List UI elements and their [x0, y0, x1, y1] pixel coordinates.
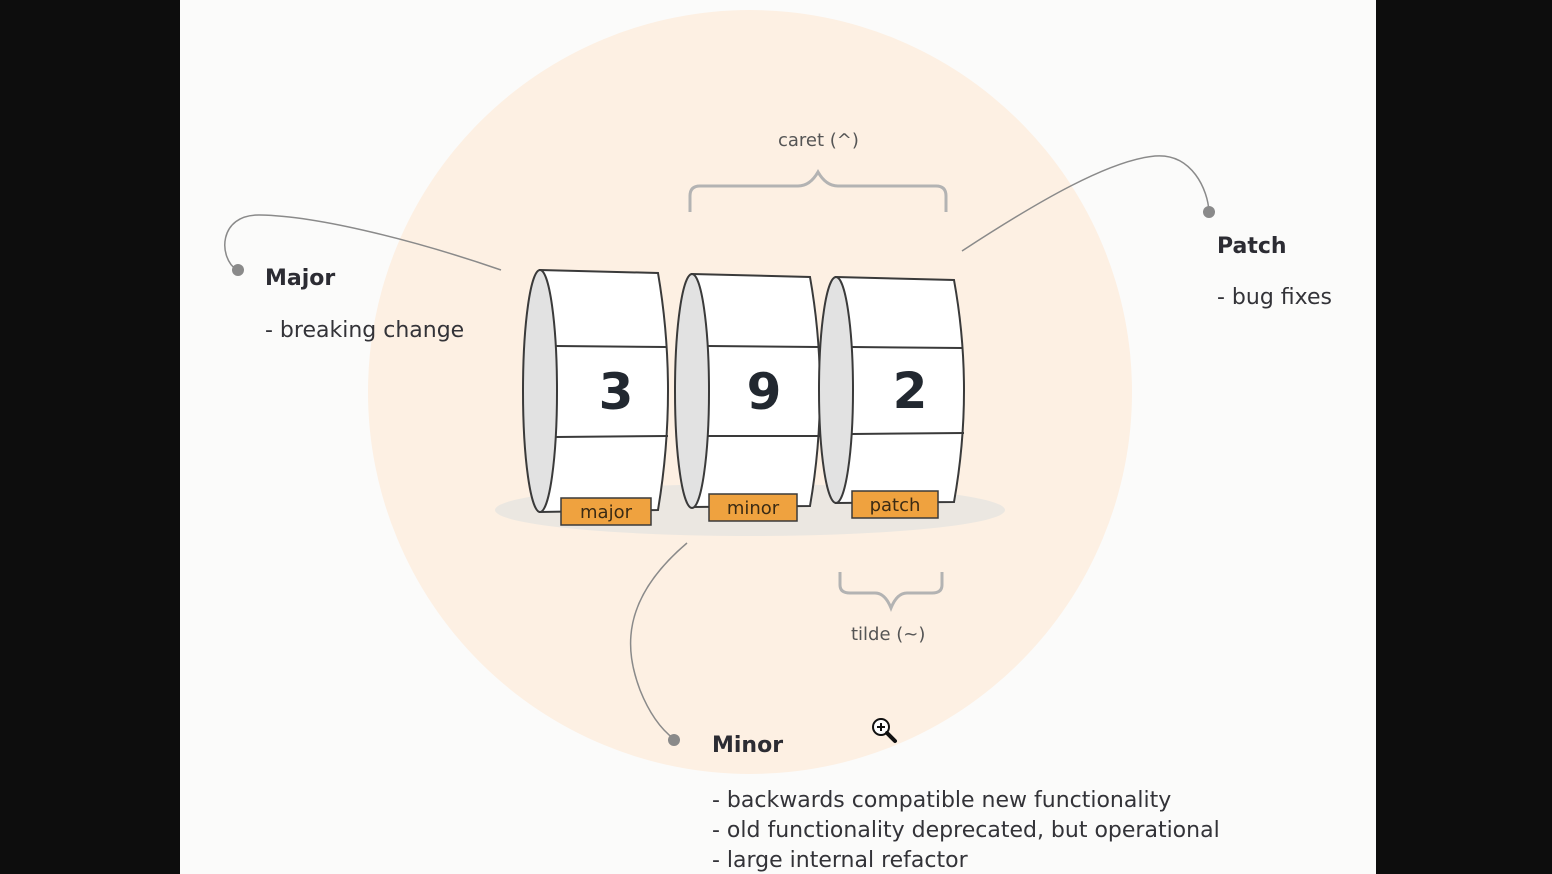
drum-minor: 9 minor [674, 272, 821, 522]
major-digit: 3 [599, 363, 634, 421]
major-connector-line [224, 214, 502, 271]
caret-brace [688, 168, 948, 212]
patch-tag-label: patch [870, 495, 921, 516]
minor-connector-line [629, 542, 688, 740]
tilde-brace [838, 572, 944, 613]
patch-connector-dot [1203, 206, 1215, 218]
major-note-item: - breaking change [265, 318, 465, 343]
minor-connector-dot [668, 734, 680, 746]
major-connector-dot [232, 264, 244, 276]
zoom-in-icon[interactable] [870, 716, 898, 744]
patch-digit: 2 [893, 362, 928, 420]
minor-note-list: - backwards compatible new functionality… [712, 786, 1220, 874]
drum-major: 3 major [522, 268, 669, 526]
major-tag-label: major [580, 502, 633, 523]
major-tag [560, 497, 652, 526]
caret-label: caret (^) [778, 130, 859, 151]
patch-note-item: - bug fixes [1217, 285, 1332, 310]
patch-tag [851, 490, 939, 519]
major-note-title: Major [265, 266, 336, 291]
patch-note-title: Patch [1217, 234, 1287, 259]
minor-tag-label: minor [727, 498, 780, 519]
minor-digit: 9 [747, 363, 782, 421]
minor-note-item: - large internal refactor [712, 848, 968, 873]
minor-note-title: Minor [712, 733, 784, 758]
major-note-list: - breaking change [265, 316, 464, 346]
drum-patch: 2 patch [818, 275, 965, 519]
slide: 3 major 9 minor 2 patch caret (^) tilde … [180, 0, 1376, 874]
semver-diagram: 3 major 9 minor 2 patch [224, 10, 1215, 774]
minor-note-item: - old functionality deprecated, but oper… [712, 818, 1220, 843]
minor-note-item: - backwards compatible new functionality [712, 788, 1172, 813]
tilde-label: tilde (~) [851, 624, 926, 645]
patch-note-list: - bug fixes [1217, 283, 1332, 313]
minor-tag [708, 493, 798, 522]
patch-connector-line [961, 155, 1210, 252]
